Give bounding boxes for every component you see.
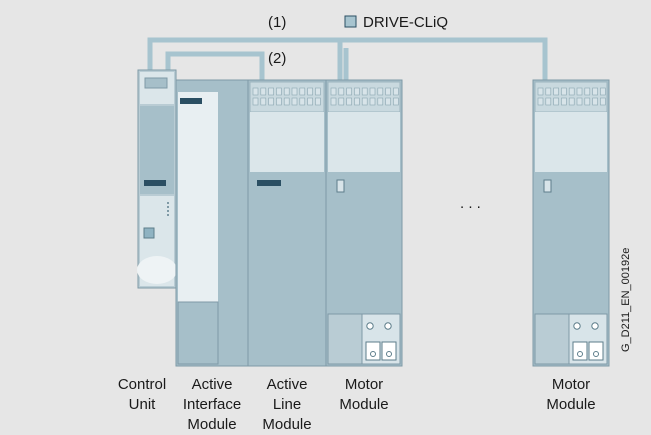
motor-module-2	[532, 79, 610, 367]
terminal-pin	[576, 97, 583, 106]
terminal-pin	[346, 87, 352, 96]
terminal-pin	[393, 87, 399, 96]
control-unit-led	[144, 180, 166, 186]
terminal-pin	[315, 87, 321, 96]
terminal-pin	[338, 97, 345, 106]
label-motor-module-2-1: Motor	[552, 376, 590, 393]
terminal-pin	[553, 87, 559, 96]
label-active-interface-1: Active	[192, 376, 233, 393]
legend-label: DRIVE-CLiQ	[363, 14, 448, 31]
terminal-screw	[370, 351, 376, 357]
terminal-pin	[561, 87, 567, 96]
legend-swatch	[344, 15, 357, 28]
terminal-screw	[591, 322, 599, 330]
terminal-pin	[361, 97, 368, 106]
connection-label-2: (2)	[268, 50, 286, 67]
terminal-pin	[568, 97, 575, 106]
terminal-pin	[545, 87, 552, 96]
terminal-pin	[600, 97, 606, 106]
label-control-unit-1: Control	[118, 376, 166, 393]
status-dot	[167, 214, 169, 216]
terminal-pin	[377, 97, 384, 106]
terminal-pin	[268, 87, 274, 96]
label-motor-module-1-1: Motor	[345, 376, 383, 393]
cable-1	[147, 37, 548, 80]
terminal-pin	[545, 97, 552, 106]
terminal-pin	[252, 97, 259, 106]
terminal-pin	[299, 87, 306, 96]
label-motor-module-2-2: Module	[546, 396, 595, 413]
active-line-module	[247, 79, 327, 367]
terminal-pin	[369, 87, 376, 96]
alm-led	[257, 180, 281, 186]
terminal-pin	[354, 97, 360, 106]
terminal-pin	[291, 97, 298, 106]
terminal-pin	[584, 97, 591, 106]
terminal-pin	[537, 97, 544, 106]
terminal-pin	[600, 87, 606, 96]
terminal-pin	[393, 97, 399, 106]
motor-module-1	[325, 79, 403, 367]
module-labels: Control Unit Active Interface Module Act…	[118, 376, 596, 433]
label-active-line-1: Active	[267, 376, 308, 393]
terminal-screw	[573, 322, 581, 330]
cable-2	[165, 51, 265, 80]
terminal-pin	[252, 87, 259, 96]
terminal-screw	[366, 322, 374, 330]
connection-label-1: (1)	[268, 14, 286, 31]
terminal-pin	[385, 87, 391, 96]
terminal-screw	[593, 351, 599, 357]
label-motor-module-1-2: Module	[339, 396, 388, 413]
status-dot	[167, 210, 169, 212]
terminal-pin	[346, 97, 352, 106]
active-interface-module	[175, 79, 249, 367]
terminal-pin	[307, 87, 313, 96]
terminal-screw	[577, 351, 583, 357]
terminal-pin	[385, 97, 391, 106]
terminal-pin	[283, 97, 290, 106]
ellipsis: . . .	[460, 195, 481, 212]
terminal-pin	[361, 87, 368, 96]
terminal-pin	[276, 97, 282, 106]
terminal-pin	[377, 87, 384, 96]
terminal-pin	[307, 97, 313, 106]
terminal-pin	[268, 97, 274, 106]
terminal-pin	[338, 87, 345, 96]
label-active-interface-3: Module	[187, 416, 236, 433]
terminal-pin	[283, 87, 290, 96]
terminal-pin	[537, 87, 544, 96]
label-active-line-3: Module	[262, 416, 311, 433]
drawing-code: G_D211_EN_00192e	[620, 248, 632, 352]
terminal-pin	[568, 87, 575, 96]
terminal-pin	[299, 97, 306, 106]
terminal-pin	[553, 97, 559, 106]
label-active-line-2: Line	[273, 396, 301, 413]
terminal-pin	[592, 97, 598, 106]
aim-led	[180, 98, 202, 104]
status-dot	[167, 206, 169, 208]
terminal-pin	[315, 97, 321, 106]
terminal-pin	[584, 87, 591, 96]
terminal-pin	[260, 87, 267, 96]
terminal-pin	[291, 87, 298, 96]
status-dot	[167, 202, 169, 204]
terminal-screw	[386, 351, 392, 357]
terminal-pin	[369, 97, 376, 106]
drive-cliq-cables	[147, 37, 548, 80]
control-unit	[137, 69, 177, 289]
label-control-unit-2: Unit	[129, 396, 157, 413]
label-active-interface-2: Interface	[183, 396, 241, 413]
terminal-pin	[260, 97, 267, 106]
terminal-pin	[276, 87, 282, 96]
terminal-pin	[354, 87, 360, 96]
terminal-pin	[330, 87, 337, 96]
terminal-pin	[561, 97, 567, 106]
terminal-pin	[592, 87, 598, 96]
terminal-screw	[384, 322, 392, 330]
terminal-pin	[330, 97, 337, 106]
terminal-pin	[576, 87, 583, 96]
